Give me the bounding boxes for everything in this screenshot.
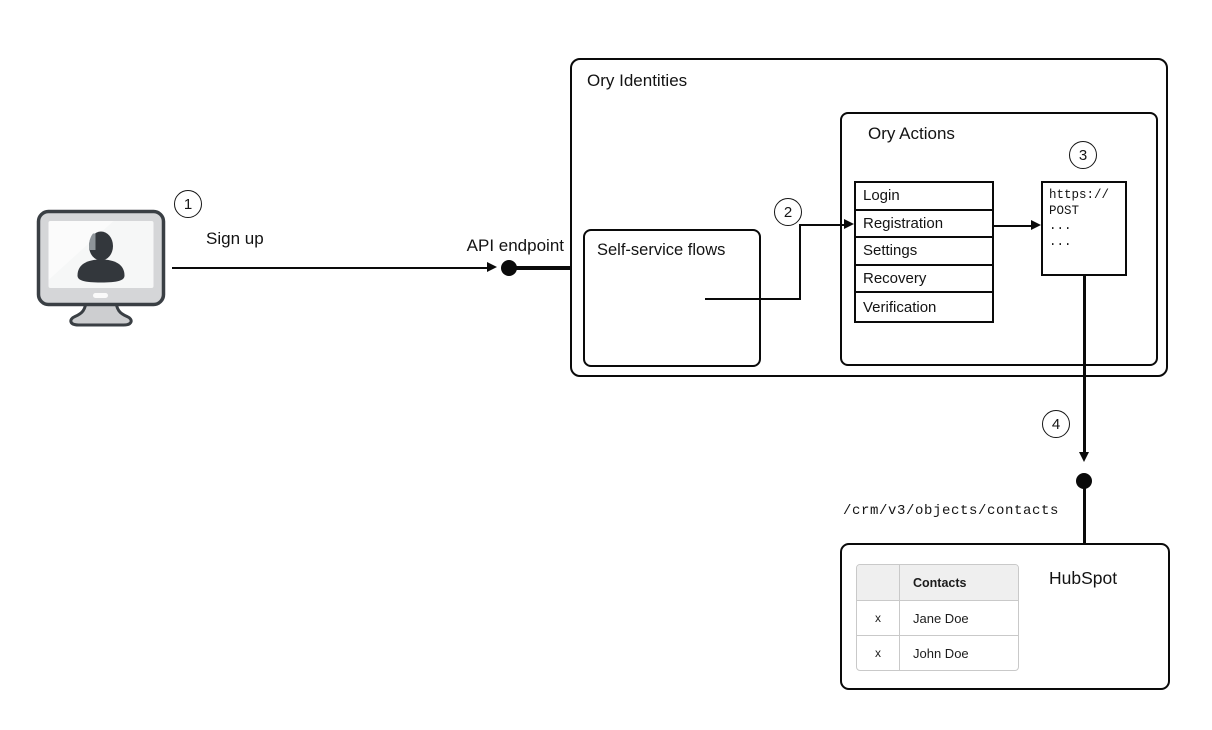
user-terminal-icon [36, 209, 166, 327]
step-4-badge: 4 [1042, 410, 1070, 438]
contacts-table-header-row: Contacts [857, 565, 1018, 600]
ory-identities-title: Ory Identities [587, 71, 688, 90]
api-endpoint-dot [501, 260, 517, 276]
contacts-table: Contacts x Jane Doe x John Doe [856, 564, 1019, 671]
flow-row-verification: Verification [856, 293, 992, 321]
ory-actions-title: Ory Actions [868, 124, 955, 143]
hubspot-endpoint-dot [1076, 473, 1092, 489]
contact-mark: x [857, 636, 900, 670]
contact-mark: x [857, 601, 900, 635]
webhook-code-box: https:// POST ... ... [1041, 181, 1127, 276]
step-1-badge: 1 [174, 190, 202, 218]
code-line-ellipsis-2: ... [1049, 234, 1072, 249]
code-line-ellipsis-1: ... [1049, 219, 1072, 233]
step-4-number: 4 [1051, 415, 1061, 433]
flow-row-login: Login [856, 183, 992, 211]
flow-row-settings: Settings [856, 238, 992, 266]
contacts-header-mark-cell [857, 565, 900, 600]
sign-up-label: Sign up [206, 229, 264, 248]
signup-arrowhead-icon [487, 262, 497, 272]
hubspot-arrowhead-icon [1079, 452, 1089, 462]
hubspot-arrow-line [1083, 275, 1086, 453]
step-2-badge: 2 [774, 198, 802, 226]
step-3-number: 3 [1078, 146, 1088, 164]
ory-actions-box: Ory Actions [840, 112, 1158, 366]
registration-arrowhead-icon [844, 219, 854, 229]
step-1-number: 1 [183, 195, 193, 213]
hubspot-title: HubSpot [1049, 568, 1118, 588]
crm-path-label: /crm/v3/objects/contacts [843, 503, 1060, 519]
code-line-method: POST [1049, 203, 1080, 218]
flow-elbow-line-bottom [705, 298, 801, 300]
contact-name: Jane Doe [913, 610, 969, 626]
flow-elbow-line-vertical [799, 225, 801, 300]
ory-identities-box: Ory Identities [570, 58, 1168, 377]
contact-name: John Doe [913, 645, 969, 661]
flow-row-recovery: Recovery [856, 265, 992, 294]
code-line-url: https:// [1049, 188, 1110, 202]
user-silhouette-icon [77, 231, 125, 283]
hubspot-box: HubSpot Contacts x Jane Doe x John Doe [840, 543, 1170, 690]
api-endpoint-label: API endpoint [466, 236, 564, 255]
webhook-arrow-line [994, 225, 1032, 227]
contacts-header-label: Contacts [913, 575, 967, 590]
self-service-flows-title: Self-service flows [597, 241, 726, 259]
hubspot-connector-line [1083, 488, 1086, 545]
step-2-number: 2 [783, 203, 793, 221]
contacts-table-row: x Jane Doe [857, 600, 1018, 635]
flow-row-registration: Registration [856, 210, 992, 239]
step-3-badge: 3 [1069, 141, 1097, 169]
endpoint-connector-line [513, 266, 571, 270]
webhook-arrowhead-icon [1031, 220, 1041, 230]
flow-elbow-line-top [799, 224, 844, 226]
contacts-table-row: x John Doe [857, 635, 1018, 670]
signup-arrow-line [172, 267, 488, 269]
flows-table: Login Registration Settings Recovery Ver… [854, 181, 994, 323]
